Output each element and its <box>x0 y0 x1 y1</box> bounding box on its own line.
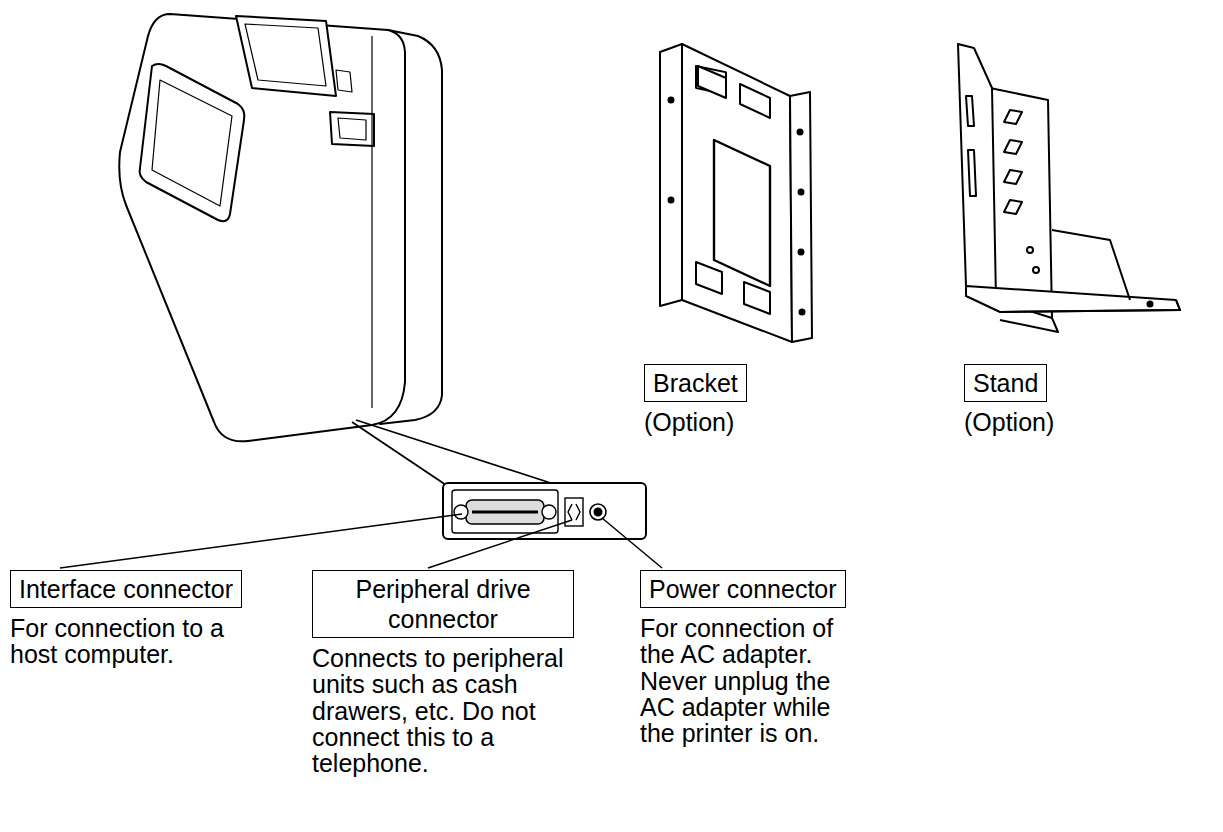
drawing-stroke <box>452 490 558 533</box>
drawing-stroke <box>744 282 770 314</box>
bracket-drawing <box>660 44 812 342</box>
drawing-stroke <box>472 511 538 514</box>
heading-box: Power connector <box>640 570 846 608</box>
leader-lines <box>60 514 662 568</box>
drawing-stroke <box>595 509 602 516</box>
drawing-stroke <box>696 262 722 294</box>
drawing-stroke <box>371 36 372 408</box>
drawing-stroke <box>1004 170 1022 184</box>
drawing-stroke <box>740 84 770 118</box>
drawing-stroke <box>152 80 232 206</box>
drawing-stroke <box>1148 302 1153 307</box>
drawing-stroke <box>338 118 366 140</box>
drawing-stroke <box>660 44 682 306</box>
drawing-stroke <box>1052 230 1130 300</box>
drawing-stroke <box>669 198 674 203</box>
drawing-stroke <box>800 310 805 315</box>
drawing-stroke <box>140 64 245 221</box>
drawing-stroke <box>1004 200 1022 214</box>
heading-box: Interface connector <box>10 570 242 608</box>
stand-drawing <box>958 44 1180 332</box>
part-label: Stand (Option) <box>964 364 1164 435</box>
drawing-stroke <box>968 150 976 196</box>
drawing-stroke <box>236 16 336 96</box>
drawing-stroke <box>542 505 556 519</box>
drawing-stroke <box>336 70 352 92</box>
drawing-stroke <box>682 44 792 342</box>
drawing-stroke <box>466 500 544 524</box>
heading-box: Bracket <box>644 364 747 402</box>
drawing-stroke <box>119 14 405 441</box>
drawing-stroke <box>714 140 770 286</box>
drawing-stroke <box>60 514 462 568</box>
drawing-stroke <box>966 286 1180 312</box>
drawing-stroke <box>245 24 326 86</box>
drawing-stroke <box>443 483 646 539</box>
printer-drawing <box>119 14 442 441</box>
drawing-stroke <box>330 112 374 146</box>
heading-box: Stand <box>964 364 1047 402</box>
drawing-stroke <box>1000 300 1180 312</box>
drawing-stroke <box>698 66 726 98</box>
drawing-stroke <box>1027 247 1033 253</box>
part-label: Bracket (Option) <box>644 364 844 435</box>
drawing-stroke <box>799 250 804 255</box>
heading-box: Peripheral drive connector <box>312 570 574 638</box>
description-text: Connects to peripheral units such as cas… <box>312 645 594 776</box>
drawing-stroke <box>590 504 606 520</box>
connector-label: Power connectorFor connection of the AC … <box>640 570 868 746</box>
drawing-stroke <box>798 130 803 135</box>
description-text: For connection to a host computer. <box>10 615 260 668</box>
drawing-stroke <box>669 98 674 103</box>
drawing-stroke <box>1004 140 1022 154</box>
drawing-stroke <box>352 422 446 485</box>
connector-panel <box>443 483 646 539</box>
drawing-stroke <box>454 505 468 519</box>
drawing-stroke <box>1033 267 1039 273</box>
drawing-stroke <box>958 44 996 300</box>
drawing-stroke <box>799 190 804 195</box>
drawing-stroke <box>356 420 560 486</box>
drawing-stroke <box>568 504 580 520</box>
drawing-stroke <box>990 88 1052 318</box>
connector-label: Interface connectorFor connection to a h… <box>10 570 260 668</box>
drawing-stroke <box>1004 110 1022 124</box>
description-text: (Option) <box>964 409 1164 435</box>
pointer-lines <box>352 420 560 486</box>
drawing-stroke <box>428 520 572 568</box>
drawing-stroke <box>966 96 974 126</box>
drawing-stroke <box>1000 318 1058 332</box>
connector-label: Peripheral drive connectorConnects to pe… <box>312 570 594 776</box>
drawing-stroke <box>790 92 812 342</box>
description-text: (Option) <box>644 409 844 435</box>
drawing-stroke <box>602 518 662 568</box>
description-text: For connection of the AC adapter. Never … <box>640 615 868 746</box>
